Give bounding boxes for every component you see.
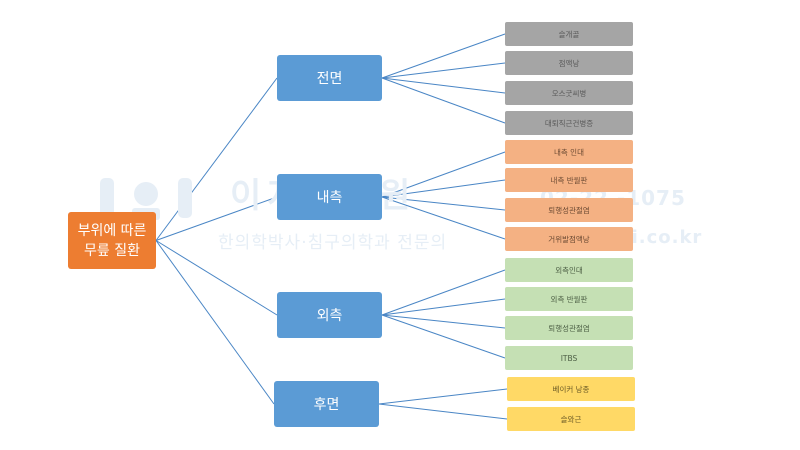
- region-node-lateral: 외측: [277, 292, 382, 338]
- leaf-medial-1: 내측 인대: [505, 140, 633, 164]
- edge-root-lateral: [155, 240, 278, 316]
- edge-front-1: [381, 33, 506, 79]
- edge-front-4: [381, 77, 506, 124]
- region-node-medial: 내측: [277, 174, 382, 220]
- leaf-front-2: 점액낭: [505, 51, 633, 75]
- region-node-front: 전면: [277, 55, 382, 101]
- edge-root-medial: [155, 196, 278, 241]
- leaf-front-3: 오스굿씨병: [505, 81, 633, 105]
- edge-back-2: [378, 403, 508, 420]
- leaf-lateral-4: ITBS: [505, 346, 633, 370]
- leaf-lateral-2: 외측 반월판: [505, 287, 633, 311]
- leaf-back-1: 베이커 낭종: [507, 377, 635, 401]
- edge-lateral-3: [381, 314, 506, 329]
- root-label-line1: 부위에 따른: [77, 222, 147, 239]
- leaf-medial-4: 거위발점액낭: [505, 227, 633, 251]
- root-node: 부위에 따른 무릎 질환: [68, 212, 156, 269]
- leaf-back-2: 슬와근: [507, 407, 635, 431]
- leaf-front-4: 대퇴직근건병증: [505, 111, 633, 135]
- edge-medial-2: [381, 179, 506, 198]
- edge-root-back: [155, 240, 275, 405]
- edge-lateral-2: [381, 298, 506, 316]
- edge-front-2: [381, 62, 506, 79]
- leaf-medial-3: 퇴행성관절염: [505, 198, 633, 222]
- edge-back-1: [378, 388, 508, 405]
- edge-root-front: [155, 77, 278, 241]
- edge-front-3: [381, 77, 506, 94]
- leaf-lateral-3: 퇴행성관절염: [505, 316, 633, 340]
- leaf-medial-2: 내측 반월판: [505, 168, 633, 192]
- edge-lateral-4: [381, 314, 506, 359]
- leaf-lateral-1: 외측인대: [505, 258, 633, 282]
- root-label-line2: 무릎 질환: [84, 242, 140, 259]
- edge-lateral-1: [381, 269, 506, 316]
- edge-medial-4: [381, 196, 506, 240]
- edge-medial-3: [381, 196, 506, 211]
- edge-medial-1: [381, 151, 506, 198]
- region-node-back: 후면: [274, 381, 379, 427]
- leaf-front-1: 슬개골: [505, 22, 633, 46]
